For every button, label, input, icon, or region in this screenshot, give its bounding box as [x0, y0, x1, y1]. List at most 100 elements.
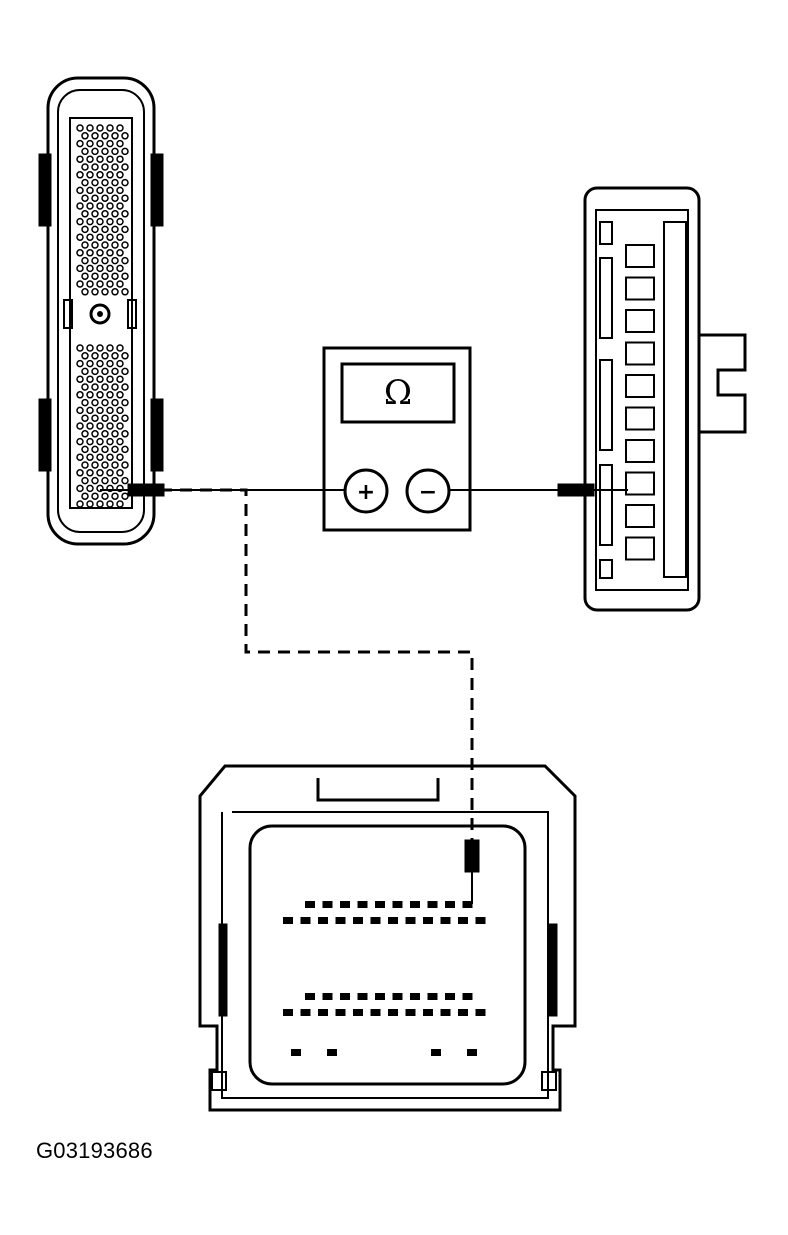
pin	[106, 422, 114, 430]
pin	[121, 492, 129, 500]
pin	[106, 249, 114, 257]
pin	[76, 249, 84, 257]
pin	[91, 352, 99, 360]
pin	[462, 993, 473, 1000]
pin	[440, 917, 451, 924]
pin	[91, 225, 99, 234]
pin	[101, 241, 109, 249]
pin	[106, 406, 114, 415]
pin	[101, 256, 109, 265]
pin	[96, 437, 104, 446]
pin	[96, 359, 104, 368]
pin	[458, 917, 468, 924]
pin	[76, 233, 84, 241]
ohm-symbol: Ω	[384, 373, 412, 413]
pin	[101, 383, 109, 391]
pin	[81, 352, 89, 360]
pin	[91, 194, 99, 202]
pin	[101, 288, 109, 296]
pin	[106, 359, 114, 368]
pin	[96, 171, 104, 179]
pin	[392, 993, 403, 1000]
pin	[121, 225, 129, 234]
pin	[101, 414, 109, 422]
pin	[353, 917, 363, 924]
positive-terminal-label: +	[357, 480, 375, 505]
right-connector	[583, 186, 747, 612]
pin	[445, 901, 455, 908]
pin	[101, 272, 109, 280]
pin	[458, 1009, 468, 1016]
pin	[86, 500, 94, 508]
pin	[86, 249, 94, 257]
pin	[91, 367, 99, 376]
pin	[96, 453, 104, 461]
pin	[116, 249, 124, 257]
pin	[101, 476, 109, 485]
pin	[86, 155, 94, 163]
pin	[101, 194, 109, 202]
pin	[106, 186, 114, 195]
negative-terminal-label: −	[419, 480, 437, 505]
pin	[392, 901, 403, 908]
pin	[81, 147, 89, 156]
pin	[101, 210, 109, 218]
pin	[283, 917, 293, 924]
pin	[76, 171, 84, 179]
pin	[300, 917, 311, 924]
pin	[96, 500, 104, 508]
pin	[111, 163, 119, 171]
pin	[81, 210, 89, 218]
pin	[81, 430, 89, 438]
pin	[121, 272, 129, 280]
pin	[76, 124, 84, 132]
pin	[91, 445, 99, 454]
pin	[91, 147, 99, 156]
pin	[81, 272, 89, 280]
pin	[96, 391, 104, 399]
pin	[106, 375, 114, 383]
cavity	[625, 536, 655, 561]
pin	[111, 461, 119, 469]
pin	[86, 453, 94, 461]
pin	[106, 469, 114, 477]
pin	[111, 430, 119, 438]
pin	[96, 469, 104, 477]
pin	[91, 256, 99, 265]
pin	[96, 217, 104, 226]
pin	[76, 422, 84, 430]
pin	[405, 917, 416, 924]
bottom-connector-pins	[283, 901, 486, 1056]
pin	[388, 1009, 398, 1016]
pin	[111, 194, 119, 202]
pin	[121, 178, 129, 187]
pin	[91, 163, 99, 171]
pin	[96, 375, 104, 383]
pin	[111, 352, 119, 360]
pin	[111, 414, 119, 422]
pin	[96, 422, 104, 430]
pin	[91, 383, 99, 391]
pin	[81, 241, 89, 249]
pin	[96, 249, 104, 257]
pin	[106, 124, 114, 132]
pin	[116, 375, 124, 383]
pin	[283, 1009, 293, 1016]
pin	[116, 233, 124, 241]
pin	[96, 186, 104, 195]
pin	[81, 288, 89, 296]
pin	[76, 280, 84, 288]
pin	[111, 288, 119, 296]
pin	[121, 398, 129, 407]
pin	[96, 233, 104, 241]
pin	[121, 241, 129, 249]
pin	[121, 256, 129, 265]
pin	[101, 430, 109, 438]
pin	[91, 492, 99, 500]
pin	[322, 993, 333, 1000]
pin	[111, 367, 119, 376]
pin	[410, 901, 420, 908]
pin	[101, 178, 109, 187]
pin	[96, 139, 104, 148]
pin	[410, 993, 420, 1000]
